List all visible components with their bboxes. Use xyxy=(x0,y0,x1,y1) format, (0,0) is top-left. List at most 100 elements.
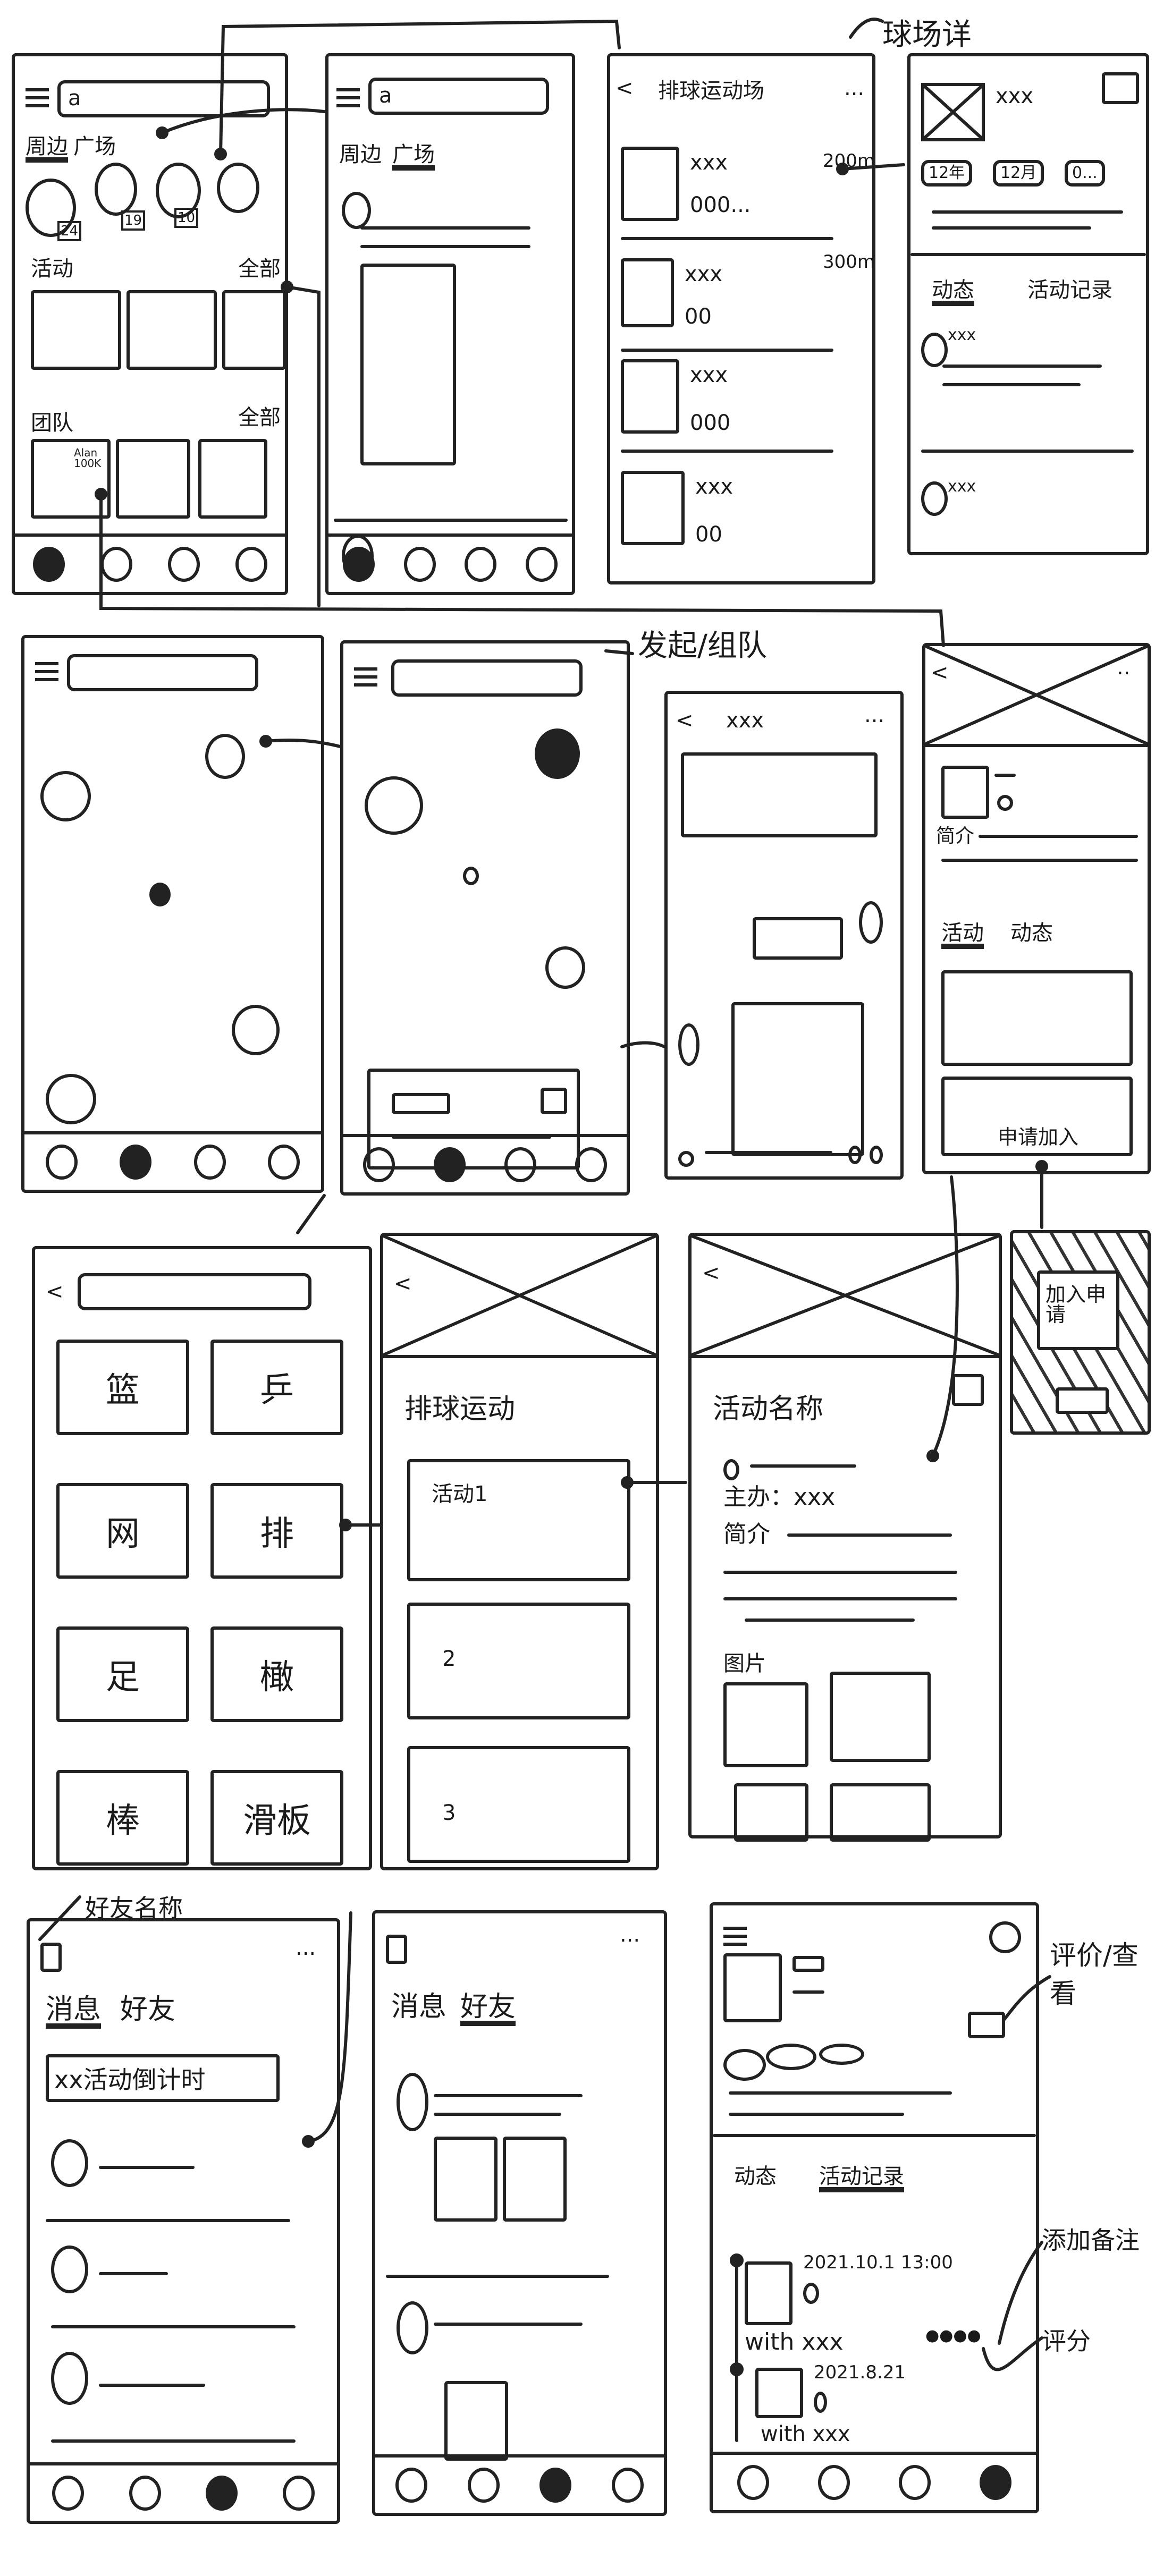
menu-icon[interactable] xyxy=(35,662,58,681)
record-thumbnail[interactable] xyxy=(745,2261,792,2325)
sport-tile-baseball[interactable]: 棒 xyxy=(56,1770,189,1866)
sport-tile-rugby[interactable]: 橄 xyxy=(210,1626,343,1722)
avatar[interactable] xyxy=(397,2301,428,2354)
tab-nearby[interactable]: 周边 xyxy=(339,142,382,167)
friend-list-icon[interactable] xyxy=(40,1943,62,1972)
activity-card[interactable] xyxy=(941,1077,1133,1156)
search-input[interactable]: a xyxy=(368,78,549,115)
avatar[interactable] xyxy=(921,481,948,516)
pingpong-icon[interactable] xyxy=(95,163,137,216)
tab-friends[interactable]: 好友 xyxy=(120,1994,176,2026)
activities-all-link[interactable]: 全部 xyxy=(238,257,281,281)
nav-home-icon[interactable] xyxy=(395,2468,427,2503)
nav-map-icon[interactable] xyxy=(433,1147,466,1182)
activity-card[interactable]: 3 xyxy=(407,1746,630,1863)
nav-message-icon[interactable] xyxy=(539,2468,572,2503)
tab-feed[interactable]: 动态 xyxy=(932,279,974,306)
tab-feed[interactable]: 动态 xyxy=(1010,921,1053,945)
list-item[interactable] xyxy=(30,2134,337,2230)
tab-activity-record[interactable]: 活动记录 xyxy=(1027,278,1112,302)
chat-icon[interactable] xyxy=(541,1088,567,1114)
settings-icon[interactable] xyxy=(989,1921,1021,1953)
nav-map-icon[interactable] xyxy=(467,2468,500,2503)
photo[interactable] xyxy=(723,1682,808,1767)
back-icon[interactable]: < xyxy=(702,1261,720,1285)
add-icon[interactable] xyxy=(870,1146,883,1164)
chip[interactable]: 12月 xyxy=(993,160,1044,187)
stat-chip[interactable] xyxy=(723,2049,766,2081)
nav-profile-icon[interactable] xyxy=(575,1147,608,1182)
chat-icon[interactable] xyxy=(1102,72,1139,104)
tab-messages[interactable]: 消息 xyxy=(391,1991,447,2023)
volleyball-marker-icon[interactable] xyxy=(205,734,245,779)
menu-icon[interactable] xyxy=(354,667,377,687)
post-image[interactable] xyxy=(360,264,456,465)
back-icon[interactable]: < xyxy=(46,1279,64,1304)
tab-friends[interactable]: 好友 xyxy=(460,1993,516,2026)
nav-profile-icon[interactable] xyxy=(235,547,267,582)
nav-map-icon[interactable] xyxy=(403,547,436,582)
avatar[interactable] xyxy=(921,333,948,367)
pingpong-marker-icon[interactable] xyxy=(365,776,423,835)
nav-map-icon[interactable] xyxy=(129,2476,161,2511)
more-icon[interactable]: ... xyxy=(296,1936,316,1960)
sport-tile-skateboard[interactable]: 滑板 xyxy=(210,1770,343,1866)
search-input[interactable] xyxy=(67,654,258,691)
back-icon[interactable]: < xyxy=(931,660,949,685)
more-icon[interactable]: ... xyxy=(864,703,885,727)
more-icon[interactable]: ... xyxy=(844,76,865,100)
stat-chip[interactable] xyxy=(766,2044,816,2070)
activity-card[interactable]: 活动1 xyxy=(407,1459,630,1581)
review-button[interactable] xyxy=(968,2012,1005,2038)
photo[interactable] xyxy=(830,1783,931,1842)
nav-message-icon[interactable] xyxy=(504,1147,537,1182)
nav-home-icon[interactable] xyxy=(45,1145,78,1180)
back-icon[interactable]: < xyxy=(676,708,694,733)
rating-stars[interactable]: ●●●● xyxy=(925,2326,981,2345)
team-card[interactable] xyxy=(116,439,190,519)
chip[interactable]: 0... xyxy=(1065,160,1105,187)
tennis-icon[interactable] xyxy=(217,163,259,213)
list-item[interactable]: xxx 00 xyxy=(610,465,872,566)
teams-all-link[interactable]: 全部 xyxy=(238,405,281,430)
volleyball-marker-selected-icon[interactable] xyxy=(535,728,580,779)
nav-map-icon[interactable] xyxy=(120,1145,152,1180)
photo[interactable] xyxy=(734,1783,808,1842)
menu-icon[interactable] xyxy=(723,1927,747,1946)
back-icon[interactable]: < xyxy=(615,76,634,100)
basketball-icon[interactable] xyxy=(26,179,76,237)
team-card[interactable] xyxy=(198,439,267,519)
tab-square[interactable]: 广场 xyxy=(392,144,435,171)
countdown-banner[interactable]: xx活动倒计时 xyxy=(46,2054,280,2102)
host-text[interactable]: 主办：xxx xyxy=(723,1484,836,1511)
nav-home-icon[interactable] xyxy=(362,1147,395,1182)
activity-card[interactable] xyxy=(222,290,286,370)
apply-join-button[interactable]: 申请加入 xyxy=(994,1127,1082,1147)
list-item[interactable]: xxx 200m 000... xyxy=(610,141,875,242)
pingpong-marker-icon[interactable] xyxy=(40,771,91,821)
friend-list-icon[interactable] xyxy=(386,1935,407,1964)
court-preview-card[interactable] xyxy=(367,1069,580,1170)
chip[interactable]: 12年 xyxy=(921,160,973,187)
basketball-marker-icon[interactable] xyxy=(232,1005,280,1055)
avatar[interactable] xyxy=(342,192,371,229)
tab-activity-record[interactable]: 活动记录 xyxy=(819,2166,904,2192)
nav-home-icon[interactable] xyxy=(32,547,65,582)
popup-confirm-button[interactable] xyxy=(1056,1387,1109,1414)
tab-messages[interactable]: 消息 xyxy=(46,1996,102,2029)
list-item[interactable]: xxx 300m 00 xyxy=(610,253,875,354)
nav-profile-icon[interactable] xyxy=(282,2476,315,2511)
nav-message-icon[interactable] xyxy=(899,2465,931,2500)
emoji-icon[interactable] xyxy=(848,1146,862,1164)
list-item[interactable] xyxy=(30,2346,337,2443)
search-input[interactable] xyxy=(78,1273,311,1310)
sport-tile-football[interactable]: 足 xyxy=(56,1626,189,1722)
sport-tile-tennis[interactable]: 网 xyxy=(56,1483,189,1579)
tab-square[interactable]: 广场 xyxy=(73,134,116,159)
team-card[interactable]: Alan 100K xyxy=(31,439,111,519)
volleyball-icon[interactable] xyxy=(156,163,201,218)
sport-tile-pingpong[interactable]: 乒 xyxy=(210,1340,343,1435)
activity-card[interactable]: 2 xyxy=(407,1603,630,1719)
tennis-marker-icon[interactable] xyxy=(46,1074,96,1124)
activity-card[interactable] xyxy=(31,290,121,370)
